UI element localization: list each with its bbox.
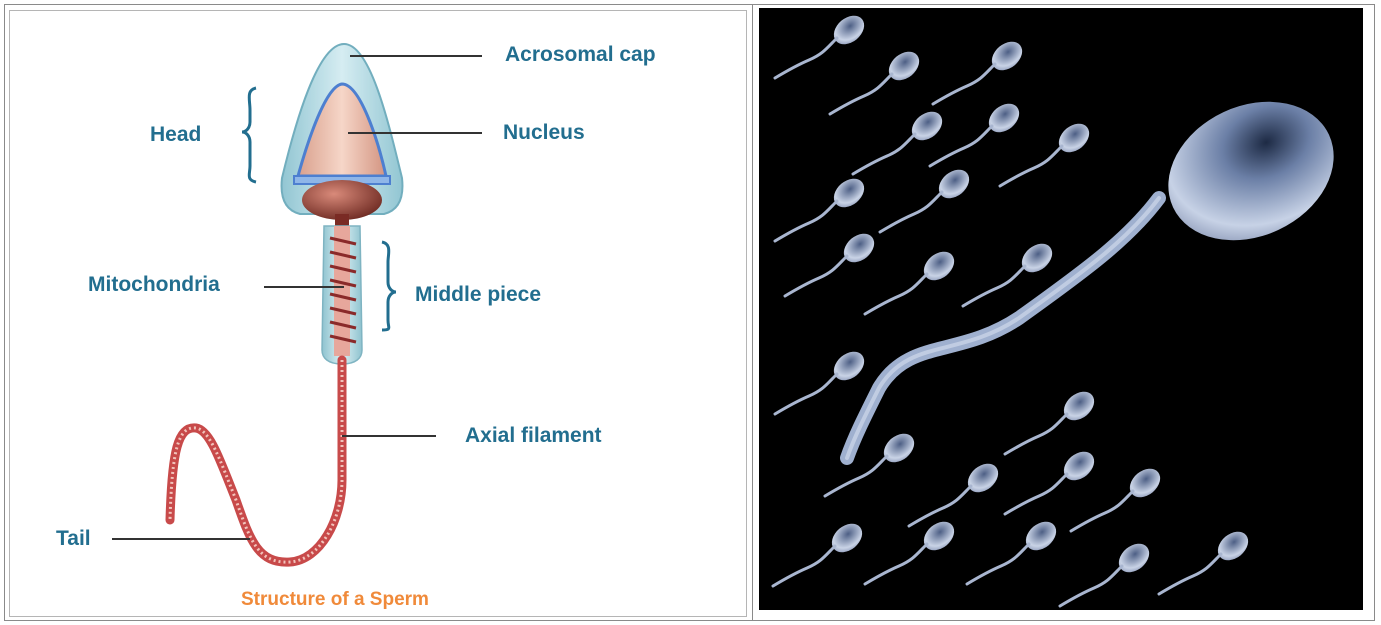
label-acrosomal-cap: Acrosomal cap bbox=[505, 43, 656, 67]
diagram-caption: Structure of a Sperm bbox=[241, 589, 429, 611]
sperm-swarm-illustration bbox=[759, 8, 1363, 610]
label-tail: Tail bbox=[56, 527, 91, 551]
label-middle-piece: Middle piece bbox=[415, 283, 541, 307]
label-nucleus: Nucleus bbox=[503, 121, 585, 145]
middle-piece-bracket bbox=[382, 242, 396, 330]
tail-shape bbox=[170, 360, 342, 562]
label-head: Head bbox=[150, 123, 201, 147]
swimming-sperm-cells-image bbox=[759, 8, 1363, 610]
label-mitochondria: Mitochondria bbox=[88, 273, 220, 297]
label-axial-filament: Axial filament bbox=[465, 424, 602, 448]
large-sperm-head bbox=[1146, 76, 1357, 267]
head-bracket bbox=[242, 88, 256, 182]
